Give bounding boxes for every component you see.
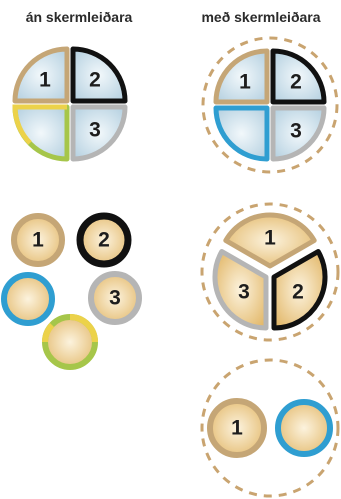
quadrant-2-label: 2 xyxy=(290,71,302,94)
circle-1-label: 1 xyxy=(32,229,44,252)
slice-1-label: 1 xyxy=(264,227,276,250)
quadrant-1-label: 1 xyxy=(39,69,51,92)
slice-3-label: 3 xyxy=(238,281,250,304)
circle-2-label: 2 xyxy=(98,229,110,252)
left-loose-circles: 1 2 3 xyxy=(4,216,139,367)
right-pie-quadrants: 1 2 3 xyxy=(203,38,337,172)
circle-3-label: 3 xyxy=(109,287,121,310)
right-pie-thirds: 1 3 2 xyxy=(202,204,338,340)
screen-guide-ring xyxy=(203,38,337,172)
quadrant-3-label: 3 xyxy=(290,120,302,143)
right-pair-circles: 1 xyxy=(202,360,338,496)
slice-2-label: 2 xyxy=(292,281,304,304)
quadrant-1-label: 1 xyxy=(239,71,251,94)
circle-empty-blue xyxy=(4,275,52,323)
quadrant-3-label: 3 xyxy=(89,119,101,142)
quadrant-2-label: 2 xyxy=(89,69,101,92)
left-pie-quadrants: 1 2 3 xyxy=(15,49,125,159)
circle-1-label: 1 xyxy=(231,417,243,440)
circle-empty-blue xyxy=(278,402,330,454)
